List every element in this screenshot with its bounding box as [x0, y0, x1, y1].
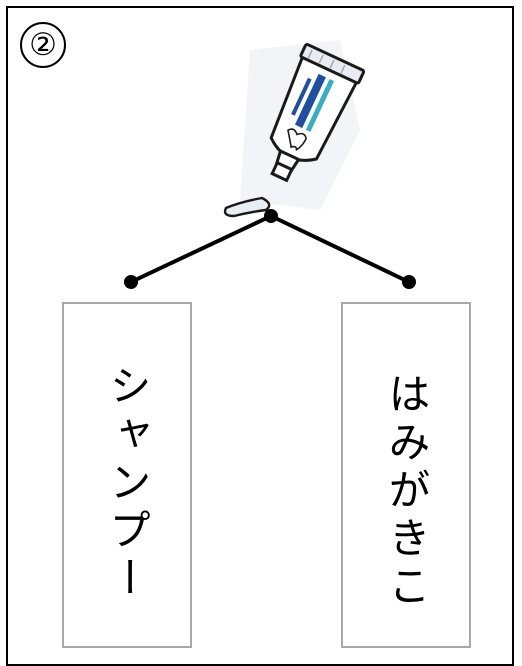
- choice-shampoo-label: シャンプー: [103, 364, 152, 604]
- choice-toothpaste-card[interactable]: はみがきこ: [341, 302, 471, 648]
- question-number: ②: [20, 22, 66, 68]
- choice-toothpaste-label: はみがきこ: [382, 372, 431, 612]
- choice-shampoo-card[interactable]: シャンプー: [62, 302, 192, 648]
- toothpaste-tube-icon: [223, 40, 366, 218]
